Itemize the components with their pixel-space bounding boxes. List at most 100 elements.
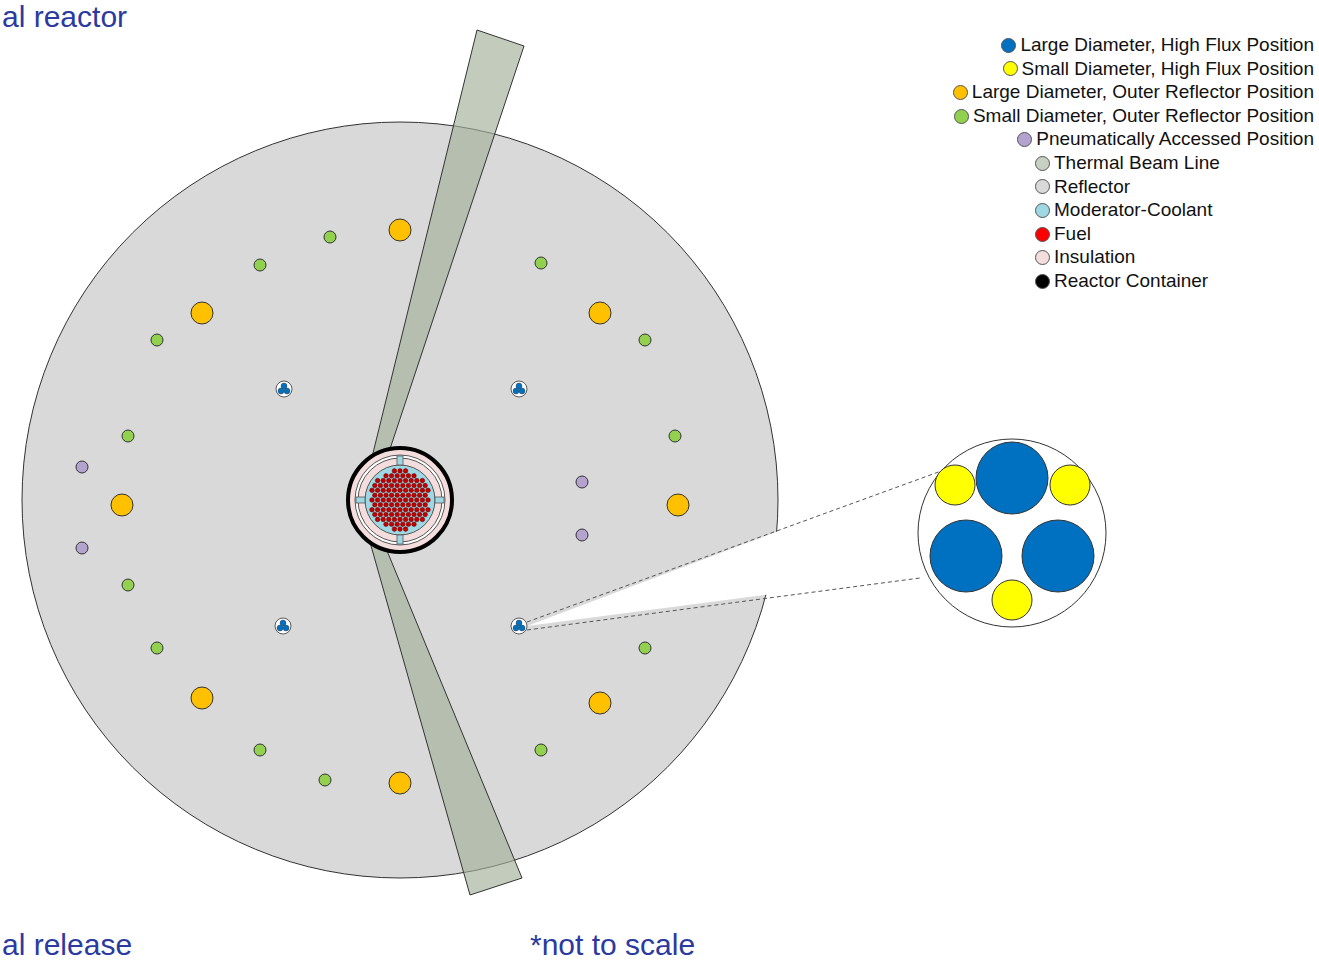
fuel-pin bbox=[398, 507, 403, 512]
fuel-pin bbox=[375, 498, 380, 503]
fuel-pin bbox=[375, 478, 380, 483]
fuel-pin bbox=[392, 478, 397, 483]
fuel-pin bbox=[384, 474, 389, 479]
fuel-pin bbox=[412, 522, 417, 527]
fuel-pin bbox=[387, 507, 392, 512]
legend-swatch bbox=[953, 85, 968, 100]
fuel-pin bbox=[387, 478, 392, 483]
fuel-pin bbox=[423, 503, 428, 508]
fuel-pin bbox=[423, 512, 428, 517]
fuel-pin bbox=[381, 498, 386, 503]
fuel-pin bbox=[417, 512, 422, 517]
fuel-pin bbox=[389, 493, 394, 498]
fuel-pin bbox=[415, 498, 420, 503]
fuel-pin bbox=[398, 469, 403, 474]
position-marker bbox=[277, 625, 283, 631]
position-marker bbox=[511, 381, 527, 397]
legend-row: Insulation bbox=[1035, 246, 1135, 269]
fuel-pin bbox=[378, 483, 383, 488]
fuel-pin bbox=[415, 507, 420, 512]
fuel-pin bbox=[398, 478, 403, 483]
fuel-pin bbox=[392, 507, 397, 512]
position-marker bbox=[324, 231, 336, 243]
legend-row: Small Diameter, Outer Reflector Position bbox=[954, 105, 1314, 128]
fuel-pin bbox=[401, 503, 406, 508]
fuel-pin bbox=[401, 474, 406, 479]
fuel-pin bbox=[420, 478, 425, 483]
legend-text: Pneumatically Accessed Position bbox=[1036, 128, 1314, 151]
fuel-pin bbox=[373, 503, 378, 508]
fuel-pin bbox=[420, 498, 425, 503]
fuel-pin bbox=[426, 488, 431, 493]
fuel-pin bbox=[412, 503, 417, 508]
fuel-pin bbox=[392, 527, 397, 532]
callout-magnified bbox=[918, 439, 1106, 627]
fuel-pin bbox=[384, 483, 389, 488]
fuel-pin bbox=[412, 483, 417, 488]
fuel-pin bbox=[398, 517, 403, 522]
legend-text: Small Diameter, Outer Reflector Position bbox=[973, 105, 1314, 128]
fuel-pin bbox=[423, 483, 428, 488]
beam-line bbox=[360, 30, 524, 506]
fuel-pin bbox=[395, 483, 400, 488]
fuel-pin bbox=[375, 507, 380, 512]
beam-line bbox=[362, 512, 522, 895]
fuel-pin bbox=[423, 493, 428, 498]
fuel-pin bbox=[392, 498, 397, 503]
position-marker bbox=[535, 744, 547, 756]
fuel-pin bbox=[381, 507, 386, 512]
fuel-pin bbox=[406, 493, 411, 498]
fuel-pin bbox=[426, 498, 431, 503]
position-marker bbox=[511, 618, 527, 634]
position-marker bbox=[639, 642, 651, 654]
caption-text: *not to scale bbox=[530, 928, 695, 961]
position-marker bbox=[151, 334, 163, 346]
legend-text: Small Diameter, High Flux Position bbox=[1022, 58, 1315, 81]
fuel-pin bbox=[398, 498, 403, 503]
position-marker bbox=[535, 257, 547, 269]
position-marker bbox=[669, 430, 681, 442]
fuel-pin bbox=[378, 493, 383, 498]
fuel-pin bbox=[412, 512, 417, 517]
fuel-pin bbox=[375, 517, 380, 522]
fuel-pin bbox=[395, 522, 400, 527]
legend-text: Reactor Container bbox=[1054, 270, 1208, 293]
fuel-pin bbox=[395, 503, 400, 508]
fuel-pin bbox=[392, 469, 397, 474]
position-marker bbox=[191, 687, 213, 709]
fuel-pin bbox=[406, 522, 411, 527]
reactor-core bbox=[348, 448, 452, 552]
legend-swatch bbox=[1035, 156, 1050, 171]
legend-swatch bbox=[1035, 203, 1050, 218]
legend-row: Large Diameter, High Flux Position bbox=[1001, 34, 1314, 57]
fuel-pin bbox=[381, 488, 386, 493]
fuel-pin bbox=[406, 512, 411, 517]
position-marker bbox=[275, 618, 291, 634]
fuel-pin bbox=[401, 512, 406, 517]
fuel-pin bbox=[420, 517, 425, 522]
fuel-pin bbox=[384, 512, 389, 517]
legend-swatch bbox=[1003, 61, 1018, 76]
fuel-pin bbox=[426, 507, 431, 512]
fuel-pin bbox=[384, 503, 389, 508]
fuel-pin bbox=[370, 488, 375, 493]
legend-swatch bbox=[1035, 227, 1050, 242]
fuel-pin bbox=[420, 507, 425, 512]
fuel-pin bbox=[415, 517, 420, 522]
fuel-pin bbox=[370, 498, 375, 503]
legend-swatch bbox=[954, 109, 969, 124]
fuel-pin bbox=[403, 527, 408, 532]
fuel-pin bbox=[403, 469, 408, 474]
fuel-pin bbox=[403, 498, 408, 503]
leader-line bbox=[527, 578, 920, 630]
fuel-pin bbox=[389, 512, 394, 517]
fuel-pin bbox=[370, 507, 375, 512]
fuel-pin bbox=[389, 503, 394, 508]
position-marker bbox=[519, 388, 525, 394]
fuel-pin bbox=[378, 512, 383, 517]
position-marker bbox=[284, 388, 290, 394]
legend-text: Fuel bbox=[1054, 223, 1091, 246]
fuel-pin bbox=[420, 488, 425, 493]
fuel-pin bbox=[387, 517, 392, 522]
fuel-pin bbox=[409, 498, 414, 503]
